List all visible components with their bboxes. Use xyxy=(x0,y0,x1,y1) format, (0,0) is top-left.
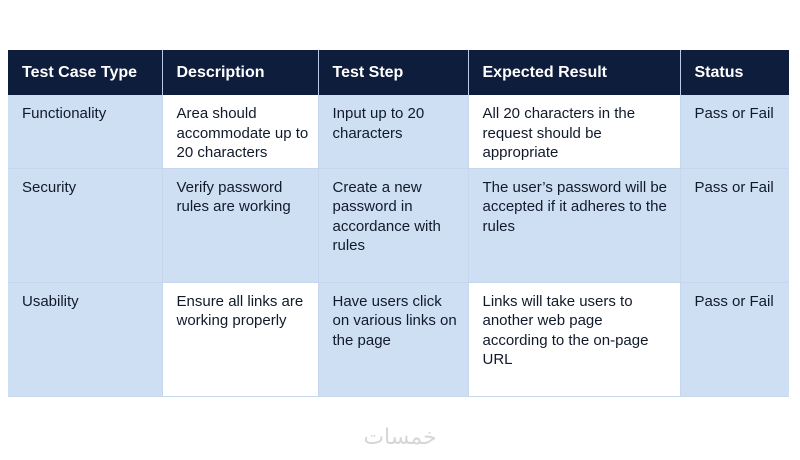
cell-expected-result: Links will take users to another web pag… xyxy=(468,282,681,397)
test-case-table: Test Case Type Description Test Step Exp… xyxy=(8,50,789,397)
cell-text: Pass or Fail xyxy=(694,178,774,196)
cell-text: Have users click on various links on the… xyxy=(332,292,457,349)
header-status: Status xyxy=(680,50,789,95)
cell-text: Functionality xyxy=(22,105,107,122)
cell-test-case-type: Security xyxy=(8,168,163,283)
header-expected-result: Expected Result xyxy=(468,50,681,95)
cell-test-step: Input up to 20 characters xyxy=(318,95,469,169)
watermark: خمسات xyxy=(363,425,437,450)
cell-text: Area should accommodate up to 20 charact… xyxy=(176,105,309,161)
cell-description: Area should accommodate up to 20 charact… xyxy=(162,95,319,169)
cell-status: Pass or Fail xyxy=(680,95,789,169)
cell-status: Pass or Fail xyxy=(680,282,789,397)
header-description: Description xyxy=(162,50,319,95)
cell-text: Input up to 20 characters xyxy=(332,105,425,142)
cell-text: Links will take users to another web pag… xyxy=(482,292,649,369)
table-row: Security Verify password rules are worki… xyxy=(8,168,789,283)
cell-text: Pass or Fail xyxy=(694,105,774,122)
cell-test-case-type: Functionality xyxy=(8,95,163,169)
cell-text: Create a new password in accordance with… xyxy=(332,178,441,255)
header-test-case-type: Test Case Type xyxy=(8,50,163,95)
cell-text: Pass or Fail xyxy=(694,292,774,310)
cell-test-step: Create a new password in accordance with… xyxy=(318,168,469,283)
header-test-step: Test Step xyxy=(318,50,469,95)
table-row: Functionality Area should accommodate up… xyxy=(8,95,789,169)
cell-text: Security xyxy=(22,178,77,196)
cell-text: All 20 characters in the request should … xyxy=(482,105,636,161)
cell-test-case-type: Usability xyxy=(8,282,163,397)
cell-description: Verify password rules are working xyxy=(162,168,319,283)
cell-expected-result: All 20 characters in the request should … xyxy=(468,95,681,169)
cell-text: The user’s password will be accepted if … xyxy=(482,178,668,235)
cell-status: Pass or Fail xyxy=(680,168,789,283)
cell-expected-result: The user’s password will be accepted if … xyxy=(468,168,681,283)
cell-text: Ensure all links are working properly xyxy=(176,292,304,330)
cell-text: Usability xyxy=(22,292,79,310)
cell-description: Ensure all links are working properly xyxy=(162,282,319,397)
cell-text: Verify password rules are working xyxy=(176,178,291,216)
table-header-row: Test Case Type Description Test Step Exp… xyxy=(8,50,789,95)
cell-test-step: Have users click on various links on the… xyxy=(318,282,469,397)
table-row: Usability Ensure all links are working p… xyxy=(8,282,789,397)
